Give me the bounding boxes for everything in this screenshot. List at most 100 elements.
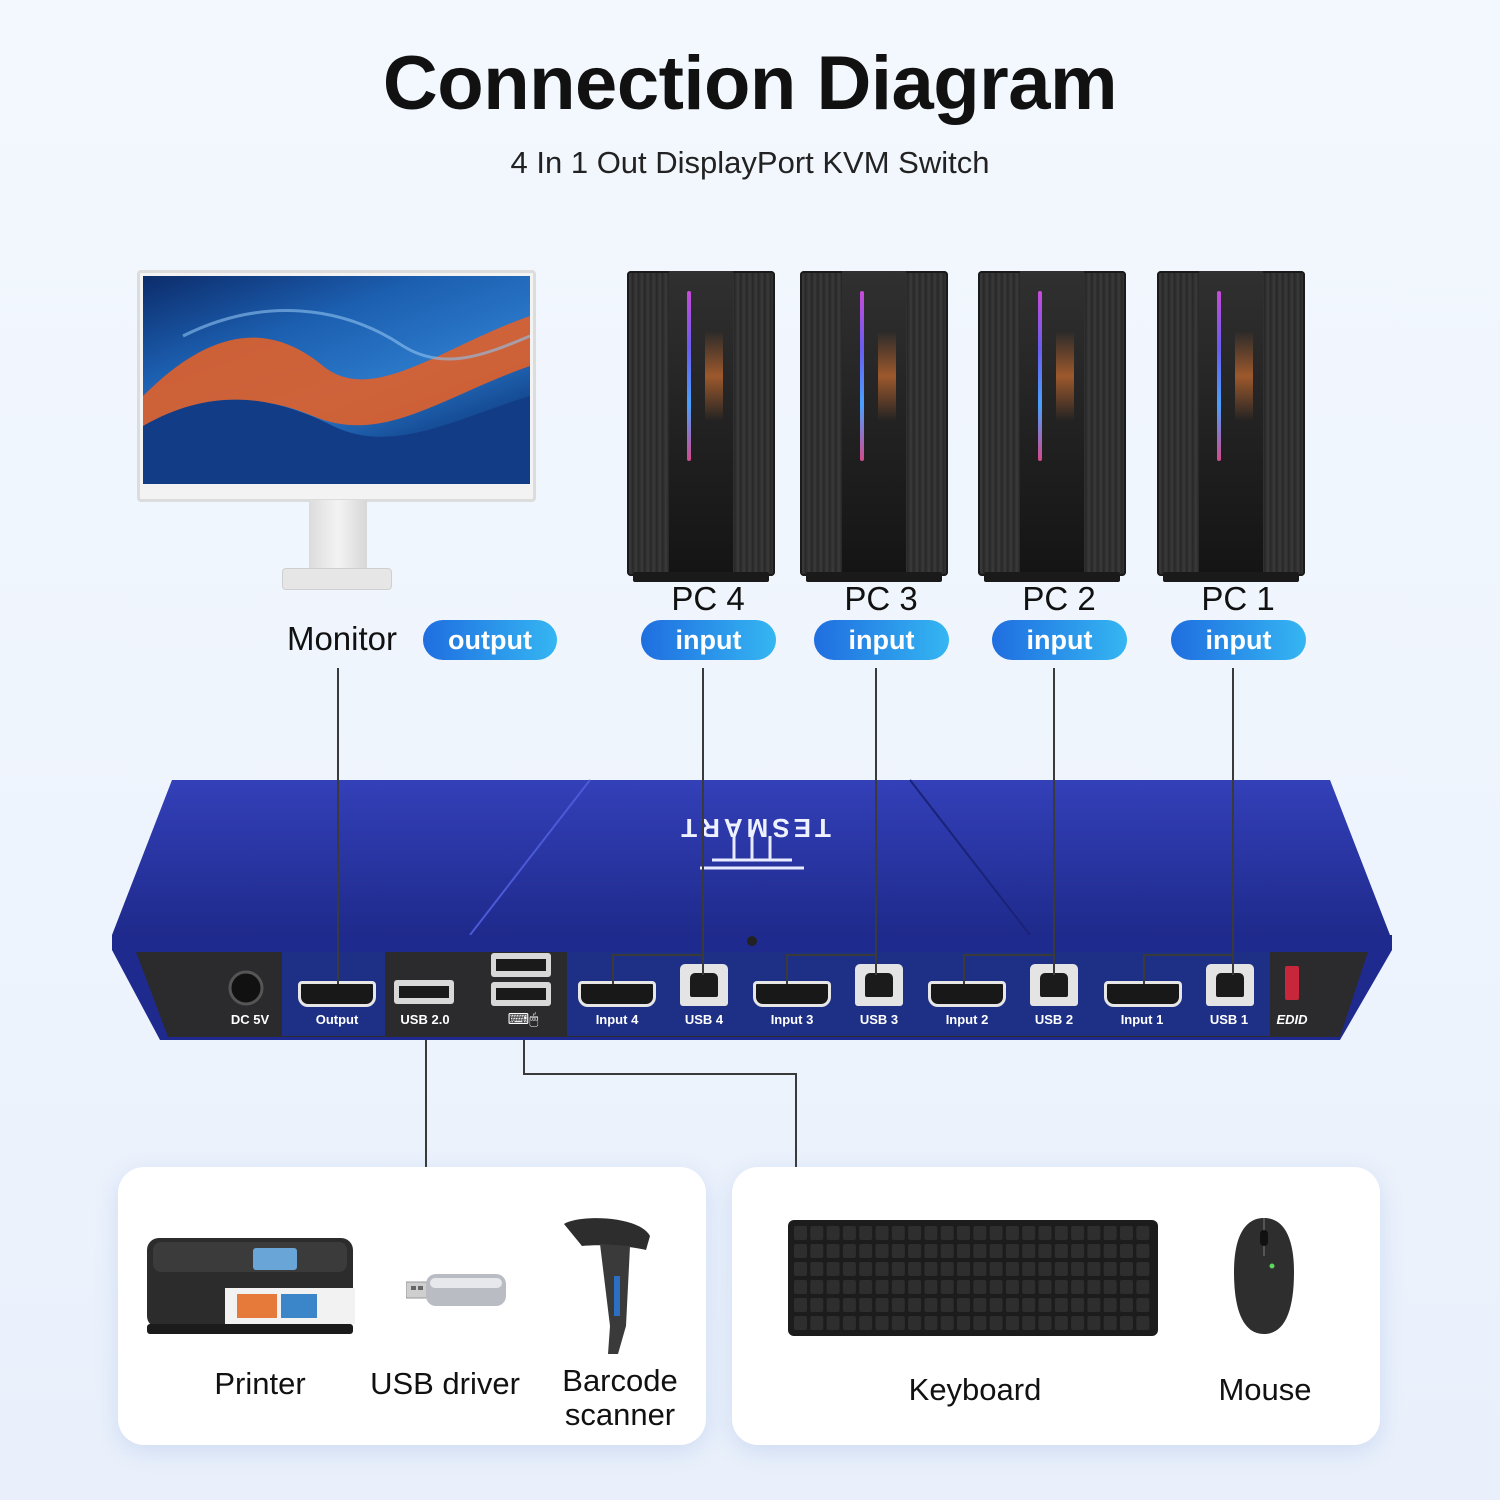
keyboard-key bbox=[859, 1316, 873, 1330]
pc3-input-tag: input bbox=[814, 620, 949, 660]
pc1-tower-image bbox=[1157, 271, 1305, 582]
keyboard-key bbox=[891, 1244, 905, 1258]
keyboard-key bbox=[842, 1262, 856, 1276]
keyboard-key bbox=[957, 1298, 970, 1312]
hid-connection-line-v1 bbox=[523, 1040, 525, 1075]
keyboard-key bbox=[1120, 1226, 1133, 1240]
keyboard-key bbox=[810, 1262, 824, 1276]
keyboard-key bbox=[1005, 1226, 1019, 1240]
pc2-dp-line-h bbox=[963, 954, 1055, 956]
keyboard-key bbox=[989, 1280, 1003, 1294]
pc3-usb-line bbox=[875, 668, 877, 975]
keyboard-key bbox=[1038, 1262, 1052, 1276]
keyboard-key bbox=[1103, 1280, 1117, 1294]
keyboard-key bbox=[1038, 1244, 1052, 1258]
keyboard-key bbox=[859, 1298, 873, 1312]
keyboard-key bbox=[826, 1226, 840, 1240]
keyboard-key bbox=[1005, 1298, 1019, 1312]
keyboard-key bbox=[1103, 1226, 1117, 1240]
pc4-dp-line-v bbox=[612, 954, 614, 984]
keyboard-key bbox=[842, 1244, 856, 1258]
keyboard-key bbox=[810, 1244, 824, 1258]
kvm-brand-logo: TESMART bbox=[677, 813, 831, 843]
keyboard-key bbox=[924, 1280, 938, 1294]
pc1-dp-line-h bbox=[1143, 954, 1234, 956]
keyboard-key bbox=[794, 1280, 807, 1294]
keyboard-key bbox=[1005, 1280, 1019, 1294]
keyboard-key bbox=[859, 1262, 873, 1276]
pc3-dp-line-v bbox=[786, 954, 788, 984]
keyboard-key bbox=[924, 1316, 938, 1330]
keyboard-key bbox=[1136, 1280, 1150, 1294]
keyboard-key bbox=[908, 1226, 922, 1240]
keyboard-key bbox=[810, 1316, 824, 1330]
keyboard-key bbox=[794, 1262, 807, 1276]
edid-switch-label: EDID bbox=[1276, 1012, 1308, 1027]
keyboard-key bbox=[1103, 1244, 1117, 1258]
keyboard-key bbox=[794, 1226, 807, 1240]
keyboard-key bbox=[1071, 1316, 1085, 1330]
keyboard-key bbox=[842, 1316, 856, 1330]
keyboard-key bbox=[1120, 1262, 1133, 1276]
keyboard-key bbox=[859, 1226, 873, 1240]
kvm-switch-image bbox=[112, 779, 1392, 1040]
keyboard-key bbox=[908, 1298, 922, 1312]
keyboard-key bbox=[1022, 1280, 1036, 1294]
keyboard-key bbox=[1054, 1280, 1068, 1294]
keyboard-key bbox=[1136, 1244, 1150, 1258]
keyboard-key bbox=[940, 1298, 954, 1312]
keyboard-key bbox=[940, 1280, 954, 1294]
monitor-screen bbox=[143, 276, 530, 484]
keyboard-key bbox=[1022, 1244, 1036, 1258]
keyboard-key bbox=[1087, 1280, 1101, 1294]
keyboard-key bbox=[1120, 1280, 1133, 1294]
pc2-input-tag: input bbox=[992, 620, 1127, 660]
usb4-port bbox=[680, 964, 728, 1006]
keyboard-key bbox=[1054, 1226, 1068, 1240]
keyboard-key bbox=[859, 1280, 873, 1294]
keyboard-key bbox=[1136, 1298, 1150, 1312]
keyboard-key bbox=[1005, 1316, 1019, 1330]
mouse-image bbox=[1234, 1218, 1294, 1334]
keyboard-key bbox=[973, 1316, 987, 1330]
keyboard-key bbox=[810, 1226, 824, 1240]
input1-port bbox=[1104, 981, 1182, 1007]
usb20-connection-line bbox=[425, 1040, 427, 1167]
usb-drive-image bbox=[406, 1274, 506, 1306]
keyboard-key bbox=[1005, 1262, 1019, 1276]
keyboard-key bbox=[1087, 1244, 1101, 1258]
keyboard-key bbox=[842, 1280, 856, 1294]
barcode-scanner-image bbox=[564, 1218, 650, 1354]
keyboard-key bbox=[957, 1226, 970, 1240]
keyboard-key bbox=[1120, 1316, 1133, 1330]
keyboard-key bbox=[891, 1316, 905, 1330]
keyboard-key bbox=[940, 1244, 954, 1258]
pc3-tower-image bbox=[800, 271, 948, 582]
keyboard-key bbox=[1071, 1280, 1085, 1294]
keyboard-key bbox=[973, 1262, 987, 1276]
keyboard-key bbox=[908, 1316, 922, 1330]
keyboard-key bbox=[794, 1298, 807, 1312]
keyboard-key bbox=[826, 1298, 840, 1312]
keyboard-key bbox=[1120, 1244, 1133, 1258]
hid-connection-line-v2 bbox=[795, 1073, 797, 1167]
pc3-dp-line-h bbox=[786, 954, 877, 956]
input4-port-label: Input 4 bbox=[595, 1012, 639, 1027]
monitor-output-tag: output bbox=[423, 620, 557, 660]
usb4-port-label: USB 4 bbox=[684, 1012, 724, 1027]
keyboard-key bbox=[1071, 1244, 1085, 1258]
keyboard-key bbox=[875, 1316, 889, 1330]
keyboard-key bbox=[1038, 1316, 1052, 1330]
usb3-port-label: USB 3 bbox=[859, 1012, 899, 1027]
usb20-port-label: USB 2.0 bbox=[400, 1012, 450, 1027]
usb1-port-label: USB 1 bbox=[1209, 1012, 1249, 1027]
keyboard-key bbox=[1071, 1262, 1085, 1276]
keyboard-key bbox=[875, 1244, 889, 1258]
keyboard-key bbox=[810, 1280, 824, 1294]
keyboard-key bbox=[957, 1316, 970, 1330]
hid-connection-line-h bbox=[523, 1073, 797, 1075]
keyboard-key bbox=[826, 1244, 840, 1258]
barcode-scanner-label: Barcode scanner bbox=[562, 1363, 678, 1432]
input2-port bbox=[928, 981, 1006, 1007]
keyboard-key bbox=[826, 1262, 840, 1276]
